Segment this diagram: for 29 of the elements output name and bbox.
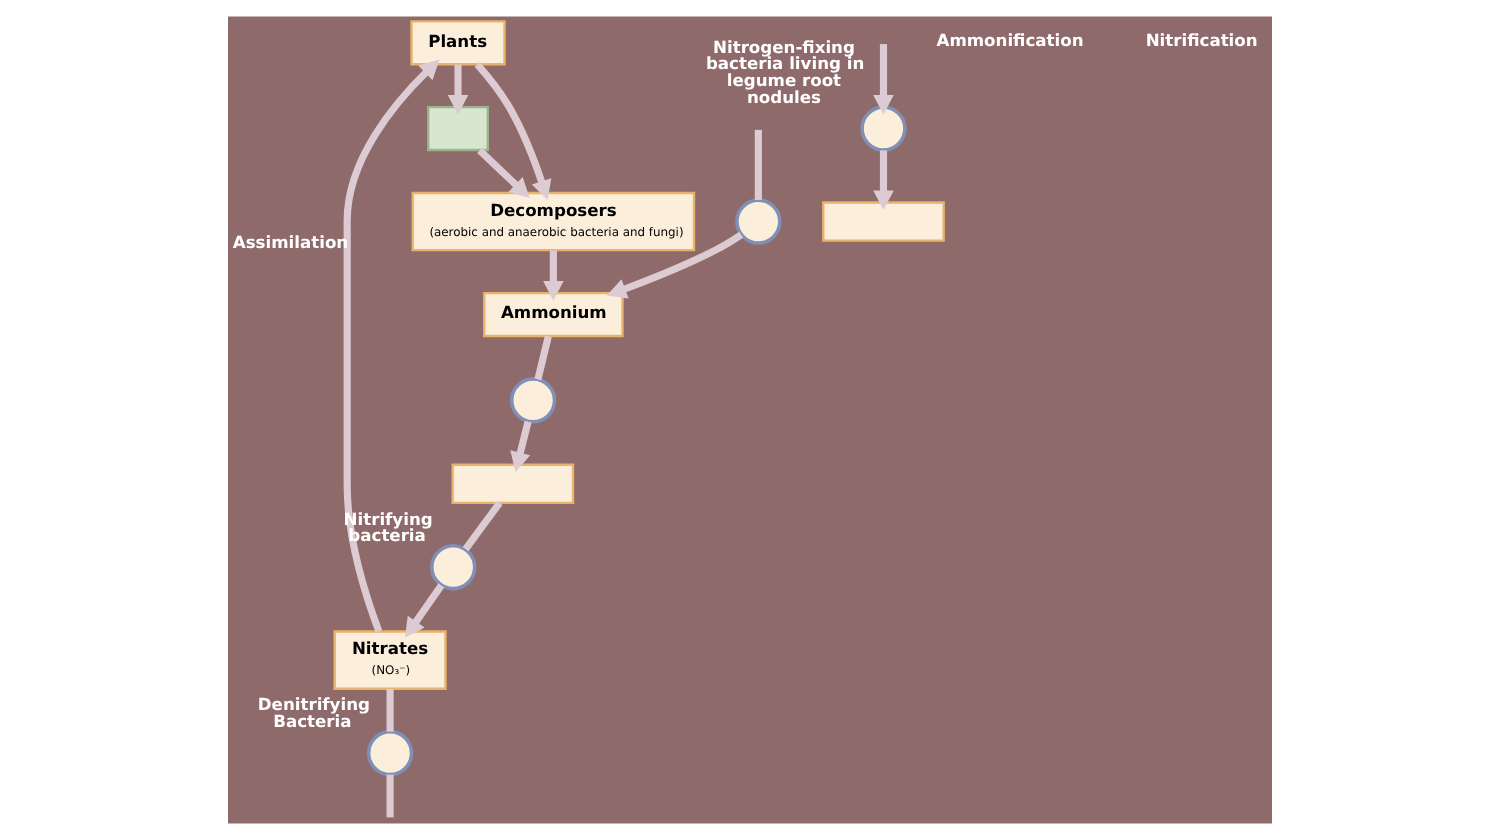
arrow (873, 150, 894, 211)
connector (386, 774, 394, 818)
connector (754, 129, 762, 200)
node-label: Nitrogen-fixing bacteria living in legume root nodules (705, 36, 865, 107)
arrow (606, 231, 744, 299)
arrow (404, 583, 445, 638)
connector (462, 500, 503, 552)
label: Ammonification (936, 30, 1084, 51)
arrow (447, 64, 469, 115)
node-box: Plants (410, 20, 506, 66)
node-box: Ammonium (483, 291, 624, 338)
connector (386, 689, 394, 732)
arrow (477, 147, 530, 198)
arrow (543, 250, 564, 301)
node-box (427, 105, 489, 152)
label: Nitrification (1145, 30, 1258, 51)
connector (534, 335, 552, 381)
node-circle (509, 377, 557, 424)
node-circle (735, 198, 782, 245)
arrow (873, 44, 894, 115)
arrow (343, 59, 440, 633)
node-label: Denitrifying Bacteria (257, 694, 370, 732)
node-circle (860, 105, 907, 152)
arrow (474, 62, 552, 201)
node-circle (366, 729, 414, 777)
node-box (822, 201, 945, 242)
arrow (510, 420, 532, 472)
node-box (451, 463, 575, 504)
node-circle (430, 543, 477, 591)
